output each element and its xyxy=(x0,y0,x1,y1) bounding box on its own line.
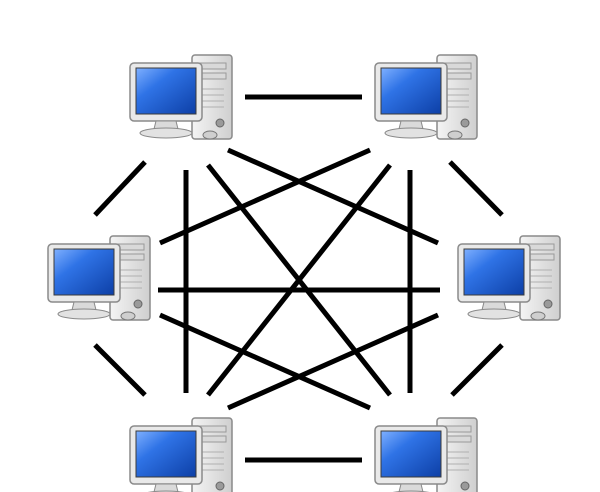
connection-line-top-right-to-bottom-left xyxy=(206,163,392,397)
desktop-computer-icon-top-left xyxy=(129,54,233,140)
connection-line-top-left-to-middle-left xyxy=(93,160,147,217)
desktop-computer-icon-top-right xyxy=(374,54,478,140)
connection-line-middle-left-to-bottom-left xyxy=(93,343,147,397)
desktop-computer-icon-middle-left xyxy=(47,235,151,321)
desktop-computer-icon-bottom-left xyxy=(129,417,233,492)
connection-line-top-right-to-middle-right xyxy=(448,160,504,217)
connection-line-middle-right-to-bottom-right xyxy=(450,343,504,397)
connection-lines xyxy=(93,94,504,463)
connection-line-top-left-to-middle-right xyxy=(226,147,440,246)
desktop-computer-icon-middle-right xyxy=(457,235,561,321)
connection-line-middle-left-to-bottom-right xyxy=(158,312,372,411)
connection-line-middle-right-to-bottom-left xyxy=(226,312,440,411)
connection-line-top-right-to-middle-left xyxy=(158,147,372,246)
desktop-computer-icon-bottom-right xyxy=(374,417,478,492)
